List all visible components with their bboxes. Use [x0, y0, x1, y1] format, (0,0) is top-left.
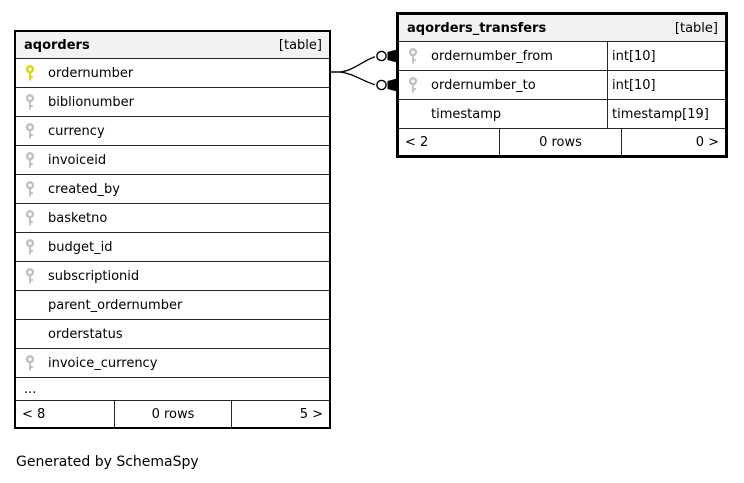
column-name: timestamp	[431, 106, 502, 122]
pager-rowcount: 0 rows	[114, 401, 231, 427]
pager-prev: < 2	[405, 134, 429, 150]
table-title: aqorders	[24, 37, 90, 53]
column-row-ordernumber: ordernumber	[16, 58, 329, 87]
table-aqorders[interactable]: aqorders [table] ordernumber biblionumbe…	[14, 30, 331, 429]
no-key-placeholder	[25, 297, 35, 314]
column-type: int[10]	[607, 42, 725, 70]
pager-next: 0 >	[621, 129, 725, 155]
column-type: timestamp[19]	[607, 100, 725, 128]
table-aqorders-header: aqorders [table]	[16, 32, 329, 58]
no-key-placeholder	[408, 106, 418, 123]
edge-ordernumber-to-ordernumber_to	[331, 71, 376, 86]
pager-prev: < 8	[22, 406, 46, 422]
column-row-biblionumber: biblionumber	[16, 87, 329, 116]
column-name: basketno	[48, 210, 108, 226]
column-row-currency: currency	[16, 116, 329, 145]
column-name: orderstatus	[48, 326, 123, 342]
more-columns-ellipsis: ...	[16, 377, 329, 400]
column-name: ordernumber_from	[431, 48, 553, 64]
column-name: ordernumber	[48, 65, 134, 81]
edge-circle-terminator	[376, 50, 387, 62]
table-title: aqorders_transfers	[407, 20, 547, 36]
column-row-subscriptionid: subscriptionid	[16, 261, 329, 290]
column-type: int[10]	[607, 71, 725, 99]
column-row-invoice_currency: invoice_currency	[16, 348, 329, 377]
foreign-key-icon	[25, 151, 35, 169]
column-name: invoice_currency	[48, 355, 158, 371]
primary-key-icon	[25, 64, 35, 82]
column-row-basketno: basketno	[16, 203, 329, 232]
foreign-key-icon	[408, 47, 418, 65]
column-row-timestamp: timestamp timestamp[19]	[399, 99, 725, 128]
column-row-budget_id: budget_id	[16, 232, 329, 261]
edge-circle-terminator	[376, 79, 387, 91]
table-badge: [table]	[674, 20, 718, 36]
column-row-ordernumber_from: ordernumber_from int[10]	[399, 41, 725, 70]
foreign-key-icon	[25, 238, 35, 256]
foreign-key-icon	[25, 122, 35, 140]
column-name: ordernumber_to	[431, 77, 536, 93]
table-aqorders-pager: < 8 0 rows 5 >	[16, 400, 329, 427]
foreign-key-icon	[25, 354, 35, 372]
foreign-key-icon	[25, 209, 35, 227]
table-aqorders_transfers-header: aqorders_transfers [table]	[399, 15, 725, 41]
table-badge: [table]	[278, 37, 322, 53]
column-name: invoiceid	[48, 152, 107, 168]
column-row-invoiceid: invoiceid	[16, 145, 329, 174]
column-row-ordernumber_to: ordernumber_to int[10]	[399, 70, 725, 99]
foreign-key-icon	[408, 76, 418, 94]
foreign-key-icon	[25, 93, 35, 111]
column-row-orderstatus: orderstatus	[16, 319, 329, 348]
generator-note: Generated by SchemaSpy	[16, 454, 199, 470]
column-row-parent_ordernumber: parent_ordernumber	[16, 290, 329, 319]
ellipsis-text: ...	[24, 381, 37, 397]
column-name: parent_ordernumber	[48, 297, 183, 313]
pager-next: 5 >	[231, 401, 329, 427]
foreign-key-icon	[25, 267, 35, 285]
column-row-created_by: created_by	[16, 174, 329, 203]
column-name: currency	[48, 123, 105, 139]
foreign-key-icon	[25, 180, 35, 198]
table-aqorders_transfers[interactable]: aqorders_transfers [table] ordernumber_f…	[396, 12, 728, 158]
column-name: budget_id	[48, 239, 113, 255]
column-name: biblionumber	[48, 94, 135, 110]
no-key-placeholder	[25, 326, 35, 343]
pager-rowcount: 0 rows	[499, 129, 621, 155]
column-name: created_by	[48, 181, 120, 197]
edge-ordernumber-to-ordernumber_from	[331, 56, 376, 73]
table-aqorders_transfers-pager: < 2 0 rows 0 >	[399, 128, 725, 155]
column-name: subscriptionid	[48, 268, 140, 284]
